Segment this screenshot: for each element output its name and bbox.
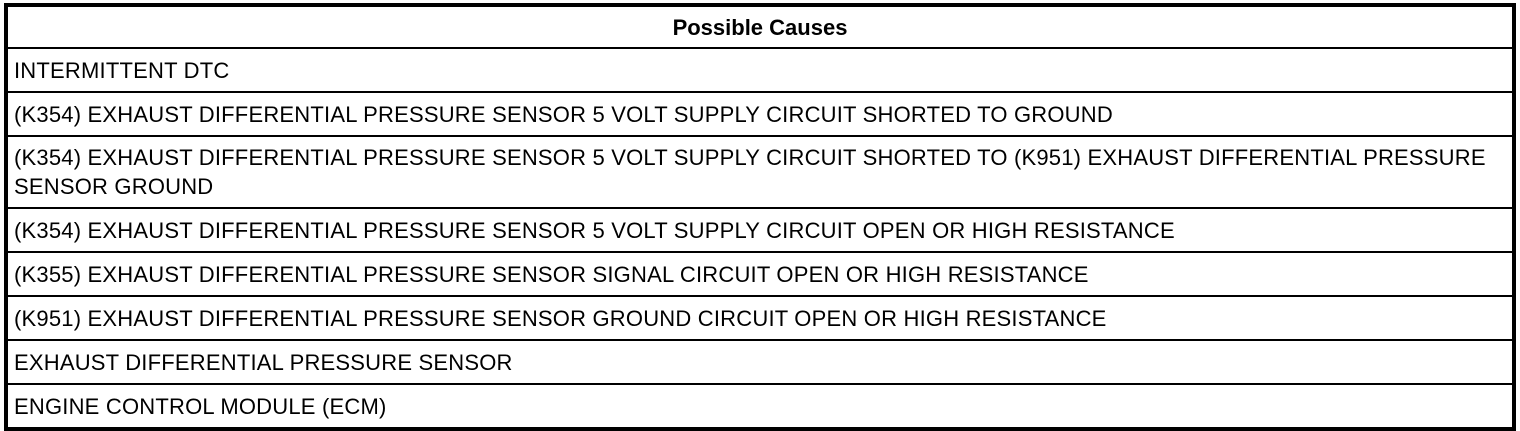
table-row: INTERMITTENT DTC: [5, 47, 1515, 93]
cause-cell: (K355) EXHAUST DIFFERENTIAL PRESSURE SEN…: [5, 251, 1515, 297]
table-row: (K951) EXHAUST DIFFERENTIAL PRESSURE SEN…: [5, 295, 1515, 341]
possible-causes-table-head: Possible Causes: [5, 4, 1515, 49]
table-row: (K354) EXHAUST DIFFERENTIAL PRESSURE SEN…: [5, 135, 1515, 209]
cause-cell: INTERMITTENT DTC: [5, 47, 1515, 93]
cause-cell: ENGINE CONTROL MODULE (ECM): [5, 383, 1515, 430]
cause-cell: (K951) EXHAUST DIFFERENTIAL PRESSURE SEN…: [5, 295, 1515, 341]
cause-cell: (K354) EXHAUST DIFFERENTIAL PRESSURE SEN…: [5, 135, 1515, 209]
table-row: (K354) EXHAUST DIFFERENTIAL PRESSURE SEN…: [5, 91, 1515, 137]
cause-cell: (K354) EXHAUST DIFFERENTIAL PRESSURE SEN…: [5, 91, 1515, 137]
possible-causes-table-body: INTERMITTENT DTC (K354) EXHAUST DIFFEREN…: [5, 47, 1515, 430]
table-row: (K355) EXHAUST DIFFERENTIAL PRESSURE SEN…: [5, 251, 1515, 297]
table-row: (K354) EXHAUST DIFFERENTIAL PRESSURE SEN…: [5, 207, 1515, 253]
possible-causes-table: Possible Causes INTERMITTENT DTC (K354) …: [4, 3, 1516, 431]
cause-cell: (K354) EXHAUST DIFFERENTIAL PRESSURE SEN…: [5, 207, 1515, 253]
table-row: EXHAUST DIFFERENTIAL PRESSURE SENSOR: [5, 339, 1515, 385]
table-row: ENGINE CONTROL MODULE (ECM): [5, 383, 1515, 430]
table-header-cell: Possible Causes: [5, 4, 1515, 49]
cause-cell: EXHAUST DIFFERENTIAL PRESSURE SENSOR: [5, 339, 1515, 385]
table-header-row: Possible Causes: [5, 4, 1515, 49]
